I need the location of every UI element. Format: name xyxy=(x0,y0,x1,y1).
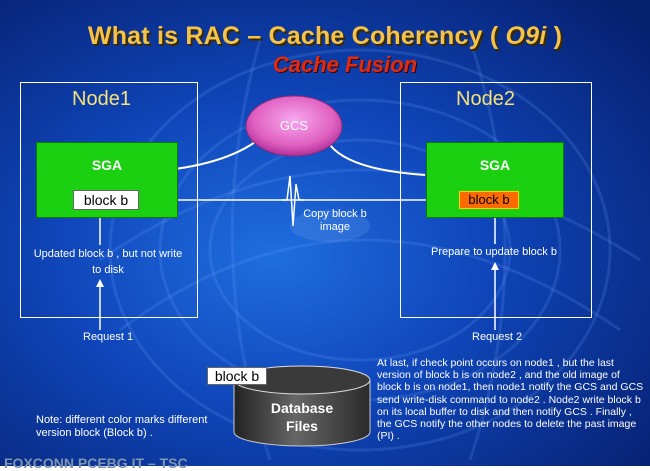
title-suffix: ) xyxy=(546,22,563,50)
node1-sga-label: SGA xyxy=(91,157,123,173)
database-label: Database Files xyxy=(262,399,342,435)
node2-sga-label: SGA xyxy=(479,157,511,173)
node1-note: Updated block b , but not write to disk xyxy=(33,248,183,276)
node2-note: Prepare to update block b xyxy=(431,246,557,258)
copy-block-label: Copy block b image xyxy=(303,208,367,233)
node2-request: Request 2 xyxy=(472,331,523,343)
slide-subtitle: Cache Fusion xyxy=(272,52,418,77)
node1-label: Node1 xyxy=(72,88,131,110)
database-label-line1: Database xyxy=(270,400,334,416)
node1-box xyxy=(20,82,198,318)
title-version: O9i xyxy=(505,22,547,50)
node2-box xyxy=(400,82,592,318)
node2-label: Node2 xyxy=(456,88,515,110)
slide-title: What is RAC – Cache Coherency ( O9i ) xyxy=(0,22,650,51)
transfer-spike xyxy=(282,175,304,227)
node1-block: block b xyxy=(73,190,139,210)
node1-request: Request 1 xyxy=(83,331,134,343)
gcs-label: GCS xyxy=(279,118,309,133)
node2-block: block b xyxy=(459,191,519,209)
explanation-text: At last, if check point occurs on node1 … xyxy=(377,357,644,443)
database-cylinder xyxy=(233,365,371,447)
database-label-line2: Files xyxy=(286,418,318,434)
database-block: block b xyxy=(207,367,267,385)
version-note: Note: different color marks different ve… xyxy=(36,414,208,439)
footer-text: FOXCONN PCEBG IT – TSC xyxy=(4,455,188,471)
title-prefix: What is RAC – Cache Coherency ( xyxy=(87,22,506,50)
gcs-ellipse xyxy=(245,95,343,157)
link-node2-gcs xyxy=(329,144,426,176)
